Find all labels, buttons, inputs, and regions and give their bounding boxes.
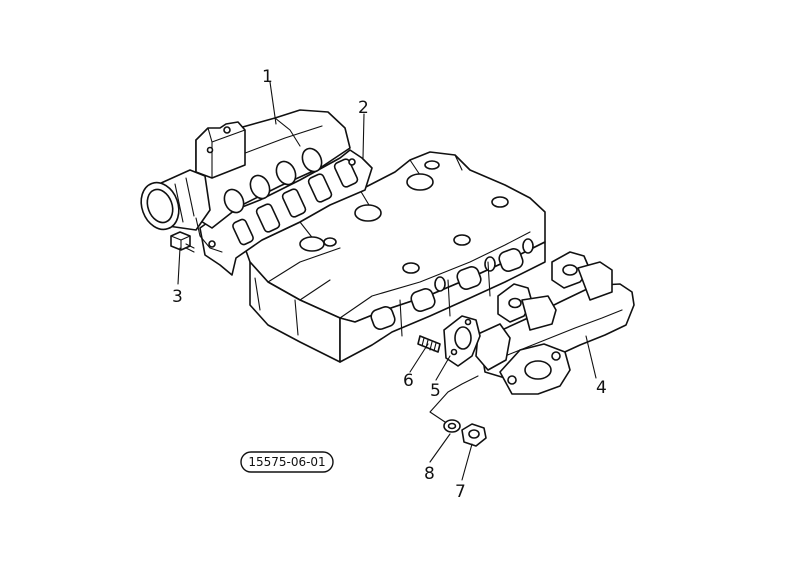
callout-2: 2	[358, 98, 369, 118]
callout-3: 3	[172, 287, 183, 307]
callout-5: 5	[430, 381, 441, 401]
intake-manifold-gasket	[199, 149, 373, 276]
nut	[461, 423, 487, 447]
lock-washer	[443, 419, 461, 433]
stud	[417, 335, 441, 353]
bolt	[170, 231, 195, 253]
exhaust-manifold	[475, 251, 635, 395]
leader-lines	[177, 81, 597, 481]
intake-manifold	[140, 109, 351, 253]
reference-code-box: 15575-06-01	[240, 451, 334, 473]
callout-8: 8	[424, 464, 435, 484]
cylinder-head	[244, 151, 546, 363]
callout-4: 4	[596, 378, 607, 398]
exhaust-gasket	[443, 315, 481, 367]
callout-1: 1	[262, 67, 273, 87]
reference-code: 15575-06-01	[248, 455, 325, 469]
callout-7: 7	[455, 482, 466, 502]
callout-6: 6	[403, 371, 414, 391]
